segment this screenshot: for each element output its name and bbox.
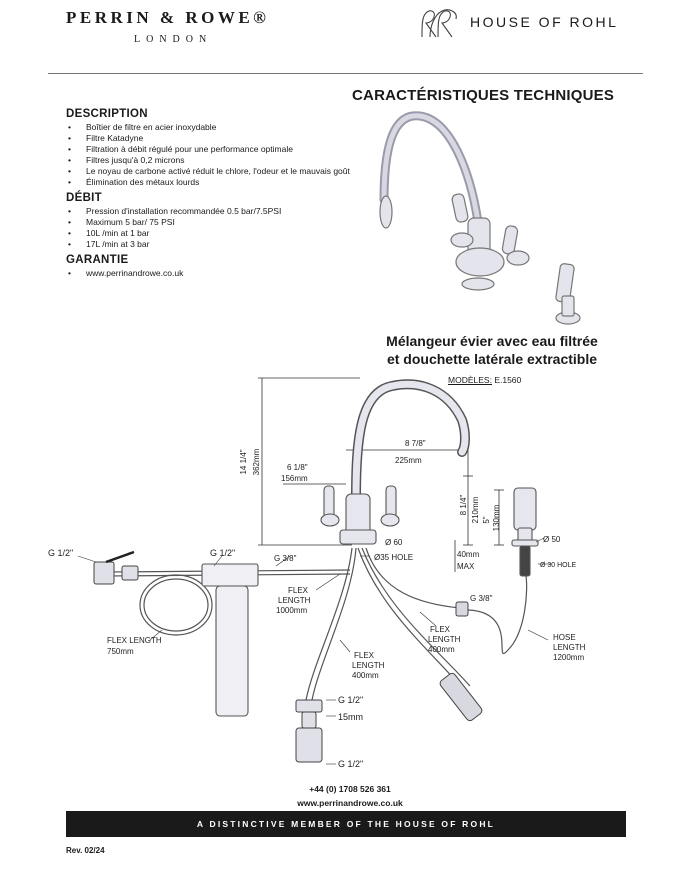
- brand-house-of-rohl: HOUSE OF ROHL: [470, 14, 619, 30]
- model-number: MODÈLES: E.1560: [448, 375, 521, 385]
- rohl-monogram-icon: [421, 9, 457, 38]
- list-item: Maximum 5 bar/ 75 PSI: [66, 217, 281, 228]
- valve-g-top: G 1/2": [338, 695, 363, 705]
- dim-spray-diameter: Ø 50: [543, 535, 561, 544]
- dim-spout-mm: 210mm: [471, 496, 480, 523]
- dim-spray-hole: Ø 30 HOLE: [540, 562, 577, 569]
- dim-handle-inch: 6 1/8": [287, 463, 308, 472]
- product-title: Mélangeur évier avec eau filtrée et douc…: [352, 332, 632, 368]
- flex-400a-line1: FLEX: [430, 625, 451, 634]
- dim-deck-max-a: 40mm: [457, 550, 480, 559]
- flex-1000-line3: 1000mm: [276, 606, 307, 615]
- flex-1000-line1: FLEX: [288, 586, 309, 595]
- flex-750-line1: FLEX LENGTH: [107, 636, 162, 645]
- brand-logo-perrin-rowe: PERRIN & ROWE®: [66, 8, 270, 27]
- list-item: 10L /min at 1 bar: [66, 228, 281, 239]
- dim-hole: Ø35 HOLE: [374, 553, 413, 562]
- flow-list: Pression d'installation recommandée 0.5 …: [66, 206, 281, 250]
- dim-spray-inch: 5": [482, 516, 491, 523]
- flex-400a-line3: 400mm: [428, 645, 455, 654]
- description-heading: DESCRIPTION: [66, 108, 148, 120]
- brand-logo-subtitle: LONDON: [134, 34, 213, 45]
- valve-g-bottom: G 1/2": [338, 759, 363, 769]
- valve-15mm: 15mm: [338, 712, 363, 722]
- list-item: 17L /min at 3 bar: [66, 239, 281, 250]
- list-item: Élimination des métaux lourds: [66, 177, 350, 188]
- side-spray-illustration-icon: [555, 263, 581, 325]
- hose-line1: HOSE: [553, 633, 576, 642]
- list-item: Filtre Katadyne: [66, 133, 350, 144]
- flex-400a-line2: LENGTH: [428, 635, 461, 644]
- model-code: E.1560: [494, 375, 522, 385]
- hose-line3: 1200mm: [553, 653, 584, 662]
- label-g-three-eighth: G 3/8": [274, 554, 297, 563]
- dim-handle-mm: 156mm: [281, 474, 308, 483]
- warranty-heading: GARANTIE: [66, 254, 129, 266]
- list-item: Filtration à débit régulé pour une perfo…: [66, 144, 350, 155]
- header-divider: [48, 73, 643, 74]
- list-item: Boîtier de filtre en acier inoxydable: [66, 122, 350, 133]
- page-title: CARACTÉRISTIQUES TECHNIQUES: [352, 87, 615, 104]
- flex-750-line2: 750mm: [107, 647, 134, 656]
- flex-400b-line1: FLEX: [354, 651, 375, 660]
- label-g-half-mid: G 1/2": [210, 548, 235, 558]
- list-item: Pression d'installation recommandée 0.5 …: [66, 206, 281, 217]
- faucet-illustration-icon: [379, 111, 530, 291]
- flex-400b-line3: 400mm: [352, 671, 379, 680]
- dim-height-mm: 362mm: [252, 448, 261, 475]
- dim-deck-max-b: MAX: [457, 562, 475, 571]
- flow-heading: DÉBIT: [66, 192, 102, 204]
- contact-website[interactable]: www.perrinandrowe.co.uk: [297, 798, 403, 808]
- product-title-line1: Mélangeur évier avec eau filtrée: [386, 333, 598, 349]
- contact-phone: +44 (0) 1708 526 361: [309, 784, 391, 794]
- product-title-line2: et douchette latérale extractible: [386, 351, 598, 367]
- label-g-half-left: G 1/2": [48, 548, 73, 558]
- description-list: Boîtier de filtre en acier inoxydable Fi…: [66, 122, 350, 188]
- dim-height-inch: 14 1/4": [239, 449, 248, 474]
- hose-line2: LENGTH: [553, 643, 586, 652]
- footer-tagline: A DISTINCTIVE MEMBER OF THE HOUSE OF ROH…: [196, 819, 496, 829]
- warranty-list: www.perrinandrowe.co.uk: [66, 268, 183, 279]
- dim-base-diameter: Ø 60: [385, 538, 403, 547]
- list-item: Filtres jusqu'à 0,2 microns: [66, 155, 350, 166]
- revision-label: Rev. 02/24: [66, 846, 105, 855]
- dim-reach-inch: 8 7/8": [405, 439, 426, 448]
- dim-spray-mm: 130mm: [492, 504, 501, 531]
- flex-400b-line2: LENGTH: [352, 661, 385, 670]
- label-g-three-eighth-hose: G 3/8": [470, 594, 493, 603]
- dim-reach-mm: 225mm: [395, 456, 422, 465]
- models-label: MODÈLES:: [448, 375, 492, 385]
- footer-banner: A DISTINCTIVE MEMBER OF THE HOUSE OF ROH…: [66, 811, 626, 837]
- warranty-link[interactable]: www.perrinandrowe.co.uk: [66, 268, 183, 279]
- list-item: Le noyau de carbone activé réduit le chl…: [66, 166, 350, 177]
- flex-1000-line2: LENGTH: [278, 596, 311, 605]
- dim-spout-inch: 8 1/4": [459, 495, 468, 516]
